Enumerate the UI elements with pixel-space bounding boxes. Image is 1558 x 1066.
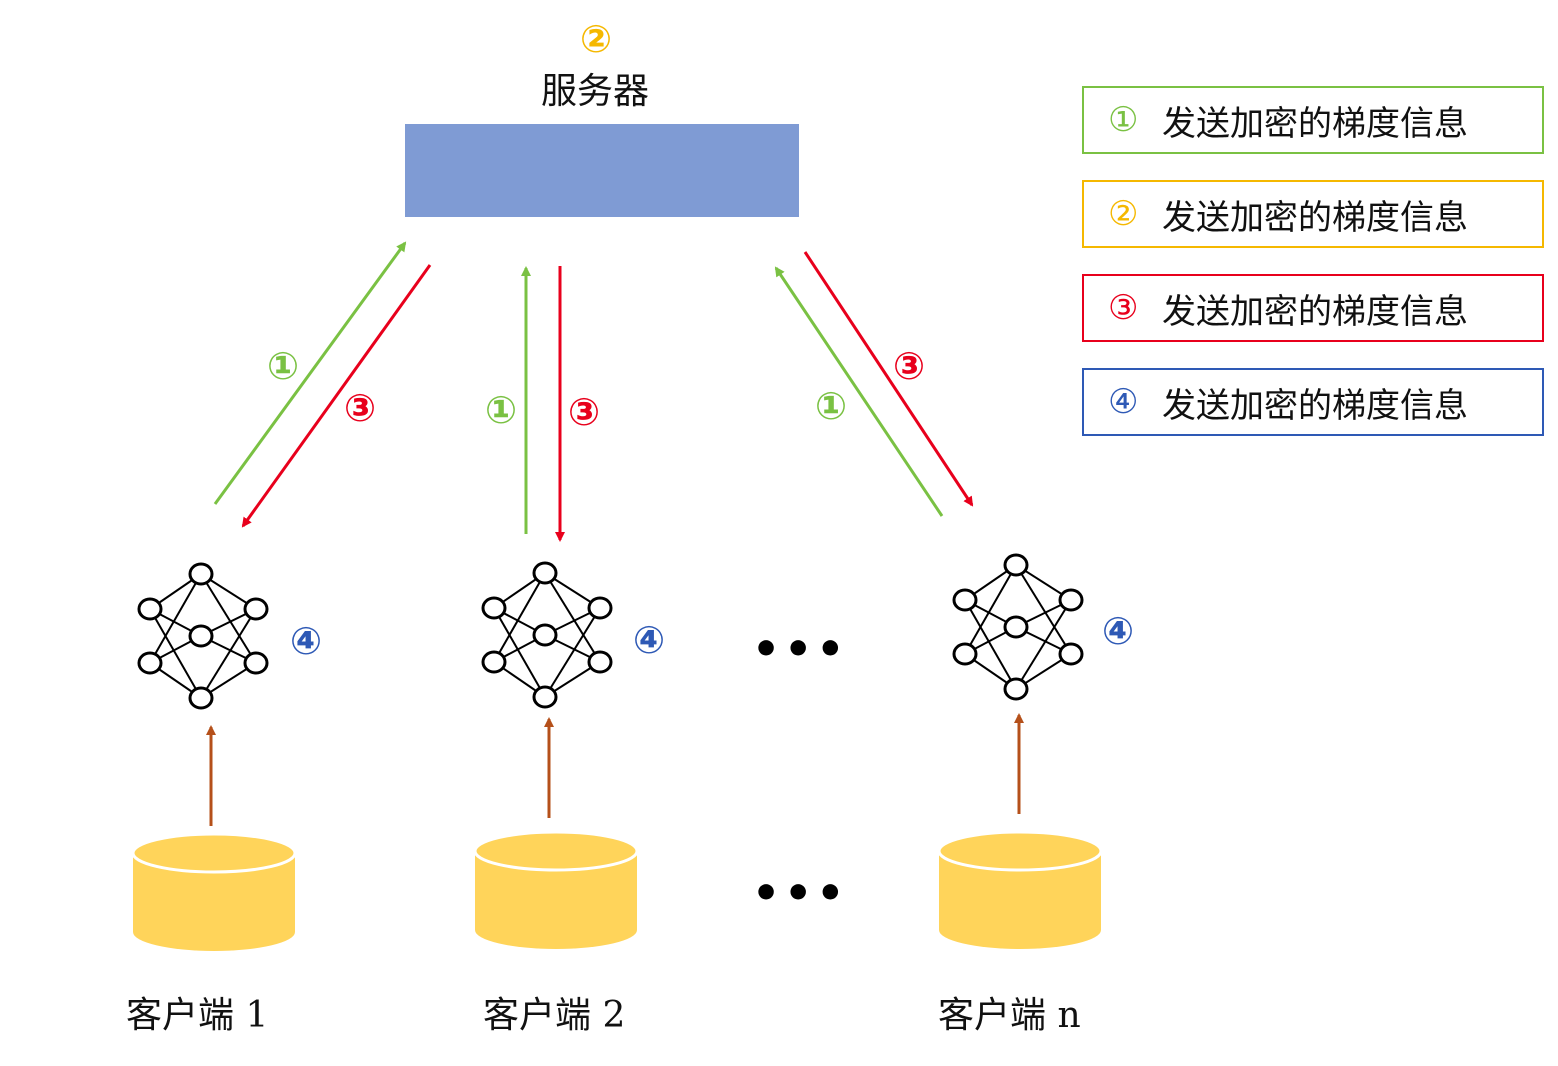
models-ellipsis: •••: [752, 624, 849, 675]
client1-database-icon: [131, 832, 297, 951]
client2-download-marker: ③: [568, 390, 601, 434]
server-label: 服务器: [541, 71, 650, 112]
client1-label: 客户端 1: [126, 995, 269, 1036]
legend-item-4: ④ 发送加密的梯度信息: [1082, 368, 1544, 436]
legend-item-1: ① 发送加密的梯度信息: [1082, 86, 1544, 154]
legend-item-2-text: 发送加密的梯度信息: [1162, 197, 1468, 238]
clientn-download-arrow: [803, 251, 974, 507]
legend-item-2-number: ②: [1108, 194, 1139, 234]
legend-item-3: ③ 发送加密的梯度信息: [1082, 274, 1544, 342]
clientn-local-marker: ④: [1102, 609, 1135, 653]
databases-ellipsis: •••: [752, 868, 849, 919]
client2-local-marker: ④: [633, 618, 666, 662]
legend-item-3-text: 发送加密的梯度信息: [1162, 291, 1468, 332]
client1-download-marker: ③: [344, 386, 377, 430]
client1-local-marker: ④: [290, 619, 323, 663]
legend-item-4-text: 发送加密的梯度信息: [1162, 385, 1468, 426]
client2-database-icon: [473, 830, 639, 949]
clientn-upload-arrow: [774, 266, 944, 517]
clientn-database-icon: [937, 830, 1103, 949]
server-step-marker: ②: [580, 17, 613, 61]
client1-neural-network-icon: [137, 562, 269, 710]
legend-item-4-number: ④: [1108, 382, 1139, 422]
clientn-upload-marker: ①: [815, 384, 848, 428]
legend-item-1-text: 发送加密的梯度信息: [1162, 103, 1468, 144]
client1-upload-arrow: [213, 241, 407, 505]
server-box: [405, 124, 799, 217]
client2-upload-marker: ①: [485, 388, 518, 432]
legend-item-3-number: ③: [1108, 288, 1139, 328]
clientn-label: 客户端 n: [938, 995, 1081, 1036]
client1-download-arrow: [241, 264, 432, 528]
clientn-neural-network-icon: [952, 553, 1084, 701]
clientn-download-marker: ③: [893, 344, 926, 388]
client2-label: 客户端 2: [483, 995, 626, 1036]
legend-item-2: ② 发送加密的梯度信息: [1082, 180, 1544, 248]
legend-item-1-number: ①: [1108, 100, 1139, 140]
client2-neural-network-icon: [481, 561, 613, 709]
client1-upload-marker: ①: [267, 344, 300, 388]
